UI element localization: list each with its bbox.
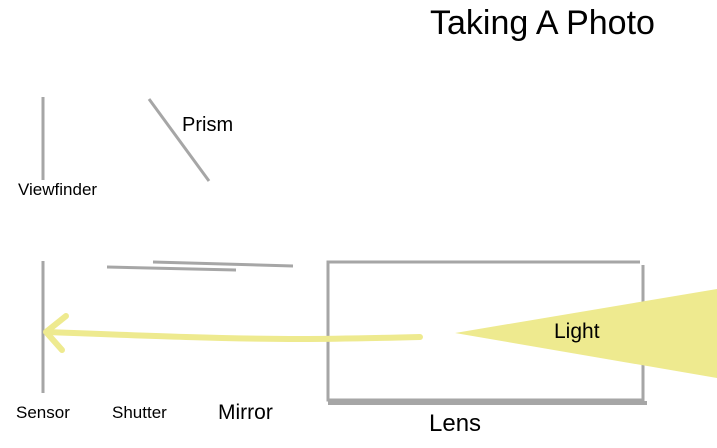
light-beam bbox=[455, 289, 717, 378]
prism-label: Prism bbox=[182, 114, 234, 136]
light-path-arrow bbox=[45, 329, 423, 343]
mirror-label: Mirror bbox=[218, 401, 273, 424]
sensor-label: Sensor bbox=[16, 403, 70, 422]
prism-line bbox=[147, 98, 211, 182]
shutter-line bbox=[106, 265, 237, 272]
lens-label: Lens bbox=[429, 410, 482, 437]
mirror-line bbox=[152, 260, 294, 268]
light-label: Light bbox=[554, 320, 600, 343]
viewfinder-label: Viewfinder bbox=[18, 180, 98, 199]
shutter-label: Shutter bbox=[112, 403, 167, 422]
diagram-title: Taking A Photo bbox=[430, 4, 655, 42]
arrowhead bbox=[43, 313, 69, 353]
